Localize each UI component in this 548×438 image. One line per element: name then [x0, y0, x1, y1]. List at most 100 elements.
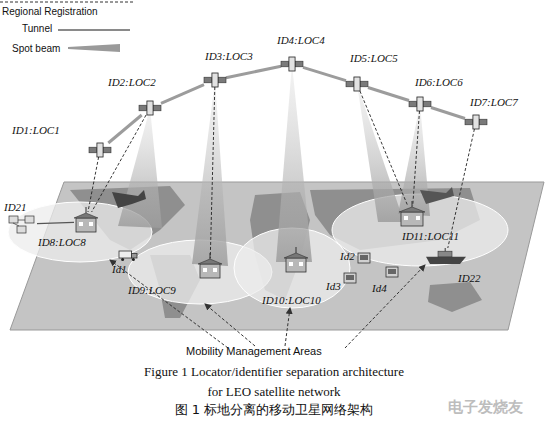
legend-beam-shape	[68, 44, 120, 52]
solar-panel	[424, 101, 431, 107]
building-roof	[284, 253, 308, 258]
spot-beam	[276, 64, 312, 262]
node-label: ID22	[458, 272, 481, 284]
inter-satellite-link	[303, 67, 346, 80]
building-window	[79, 222, 83, 226]
satellite-node: ID7:LOC7	[465, 115, 487, 129]
area-pointer	[205, 304, 255, 346]
registration-link	[210, 87, 215, 258]
node-label: ID3:LOC3	[205, 50, 253, 62]
area-pointer	[110, 260, 228, 348]
figure-caption: Figure 1 Locator/identifier separation a…	[140, 362, 408, 402]
node-icon	[399, 206, 425, 226]
node-icon	[89, 143, 111, 157]
building-window	[203, 268, 207, 272]
ground-node: ID9:LOC9	[198, 258, 222, 278]
vehicle-wheel	[121, 258, 124, 261]
satellite-body	[289, 57, 295, 71]
node-label: ID2:LOC2	[108, 76, 156, 88]
antenna-mast	[296, 247, 297, 253]
registration-link	[88, 157, 99, 212]
node-label: ID11:LOC11	[402, 230, 459, 242]
ground-node: ID22	[426, 248, 466, 264]
satellite-node: ID5:LOC5	[346, 77, 368, 91]
continent-shape	[428, 282, 482, 312]
legend-dashed-line	[0, 2, 135, 3]
solar-panel	[296, 61, 303, 67]
terminal-screen	[346, 275, 354, 280]
building-window	[404, 216, 408, 220]
satellite-node: ID4:LOC4	[281, 57, 303, 71]
solar-panel	[204, 77, 211, 83]
area-label: Mobility Management Areas	[186, 345, 322, 357]
node-icon	[344, 273, 356, 283]
ship-deck	[438, 251, 452, 257]
spot-beam	[357, 84, 404, 222]
node-icon	[74, 212, 98, 232]
node-icon	[7, 214, 37, 234]
watermark: 电子发烧友	[448, 398, 523, 417]
node-icon	[198, 258, 222, 278]
node-label: ID7:LOC7	[470, 96, 518, 108]
building-icon	[76, 218, 96, 232]
ground-node: Id2	[358, 253, 370, 263]
node-label: Id1	[112, 263, 127, 275]
solar-panel	[154, 105, 161, 111]
node-label: ID21	[4, 201, 27, 213]
solar-panel	[139, 105, 146, 111]
solar-panel	[346, 81, 353, 87]
satellite-body	[212, 73, 218, 87]
ground-node: ID11:LOC11	[399, 206, 425, 226]
building-icon	[286, 258, 306, 272]
node-label: ID8:LOC8	[38, 236, 86, 248]
satellite-body	[97, 143, 103, 157]
vehicle-cab	[132, 254, 137, 259]
node-icon	[426, 248, 466, 264]
solar-panel	[409, 101, 416, 107]
inter-satellite-link	[161, 85, 204, 104]
ship-mast	[445, 248, 446, 251]
satellite-node: ID3:LOC3	[204, 73, 226, 87]
building-icon	[200, 264, 220, 278]
vehicle-wheel	[132, 258, 135, 261]
airplane-icon	[112, 190, 146, 208]
ground-node: ID8:LOC8	[74, 212, 98, 232]
node-label: ID10:LOC10	[262, 294, 321, 306]
ground-node: ID10:LOC10	[284, 252, 308, 272]
node-icon	[346, 77, 368, 91]
ground-node: ID21	[7, 214, 37, 234]
solar-panel	[361, 81, 368, 87]
node-icon	[386, 267, 398, 277]
node-label: ID1:LOC1	[12, 124, 60, 136]
node-label: Id4	[372, 282, 387, 294]
solar-panel	[89, 147, 96, 153]
satellite-body	[473, 115, 479, 129]
solar-panel	[281, 61, 288, 67]
area-pointer	[345, 265, 425, 348]
terminal-screen	[388, 269, 396, 274]
node-label: ID6:LOC6	[415, 76, 463, 88]
node-label: ID9:LOC9	[128, 284, 176, 296]
building-roof	[399, 207, 425, 212]
antenna-mast	[86, 207, 87, 213]
registration-link	[360, 91, 408, 206]
computer-icon	[9, 216, 18, 223]
node-icon	[358, 253, 370, 263]
registration-link	[92, 115, 146, 212]
inter-satellite-link	[226, 66, 281, 77]
node-icon	[409, 97, 431, 111]
building-window	[213, 268, 217, 272]
building-window	[416, 216, 420, 220]
antenna-mast	[412, 201, 413, 207]
satellite-body	[354, 77, 360, 91]
node-icon	[281, 57, 303, 71]
solar-panel	[104, 147, 111, 153]
terminal-icon	[344, 273, 356, 283]
ground-node: Id3	[344, 273, 356, 283]
terminal-screen	[360, 255, 368, 260]
node-label: ID4:LOC4	[277, 34, 325, 46]
vehicle-body	[119, 251, 132, 258]
network-wire	[18, 220, 25, 221]
node-icon	[119, 251, 137, 261]
legend-text: Spot beam	[12, 43, 60, 55]
